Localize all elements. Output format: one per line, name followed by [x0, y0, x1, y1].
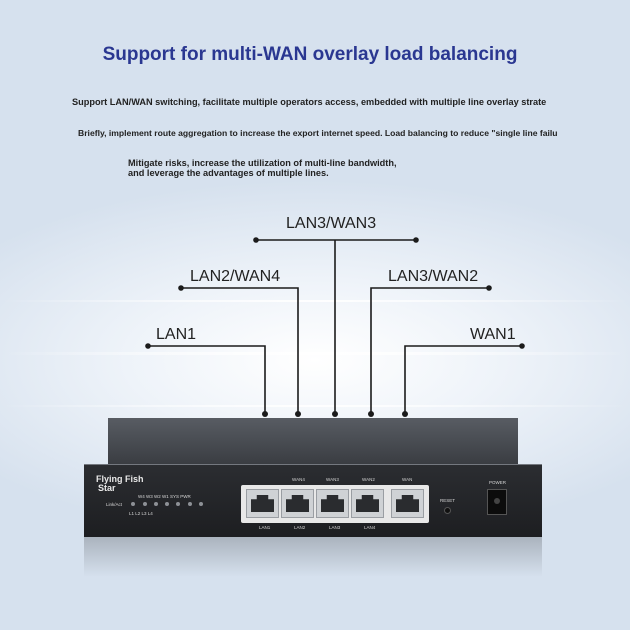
led-indicator	[154, 502, 158, 506]
port-label-lan4: LAN4	[364, 525, 376, 530]
port-label-wan4: WAN4	[292, 477, 305, 482]
callout-line-wan1	[404, 345, 522, 414]
led-indicator	[143, 502, 147, 506]
device-reflection	[84, 537, 542, 577]
callout-line-lan3wan2	[370, 287, 489, 414]
power-label: POWER	[489, 480, 507, 485]
light-streak	[0, 300, 630, 302]
port-label-lan1: LAN1	[259, 525, 271, 530]
ethernet-port-group	[241, 485, 429, 523]
brand-logo: Flying Fish Star	[96, 475, 144, 493]
router-top	[108, 418, 518, 464]
callout-dot	[262, 411, 268, 417]
brand-line-2: Star	[98, 483, 116, 493]
description-line-2: Briefly, implement route aggregation to …	[78, 128, 558, 138]
callout-dot	[368, 411, 374, 417]
port-label-lan2: LAN2	[294, 525, 306, 530]
callout-dot	[519, 343, 525, 349]
page-title: Support for multi-WAN overlay load balan…	[102, 44, 518, 65]
callout-line-lan1	[148, 345, 266, 414]
callout-label-lan1: LAN1	[156, 326, 197, 343]
port-label-wan3: WAN3	[326, 477, 339, 482]
callout-dot	[486, 285, 492, 291]
callout-line-lan2wan4	[181, 287, 299, 414]
light-streak	[0, 405, 630, 407]
port-label-lan3: LAN3	[329, 525, 341, 530]
led-indicator	[176, 502, 180, 506]
ethernet-port-lan1[interactable]	[246, 489, 279, 518]
port-label-wan: WAN	[402, 477, 413, 482]
reset-label: RESET	[440, 498, 456, 503]
callout-dot	[178, 285, 184, 291]
led-header: W4 W3 W2 W1 SYS PWR	[138, 494, 191, 499]
callout-dot	[402, 411, 408, 417]
callout-label-lan3wan3: LAN3/WAN3	[286, 215, 377, 232]
ethernet-port-lan3[interactable]	[316, 489, 349, 518]
led-indicator	[188, 502, 192, 506]
ethernet-port-lan2[interactable]	[281, 489, 314, 518]
led-row-label: Link/Act	[106, 502, 123, 507]
description-line-3b: and leverage the advantages of multiple …	[128, 168, 329, 178]
brand-line-1: Flying Fish	[96, 474, 144, 484]
led-indicator	[165, 502, 169, 506]
callout-dot	[413, 237, 419, 243]
ethernet-port-wan[interactable]	[391, 489, 424, 518]
power-jack[interactable]	[487, 489, 507, 515]
router-device: Flying Fish Star W4 W3 W2 W1 SYS PWR Lin…	[84, 418, 542, 537]
callout-dot	[332, 411, 338, 417]
callout-dot	[253, 237, 259, 243]
led-indicator	[131, 502, 135, 506]
reset-button[interactable]	[444, 507, 451, 514]
callout-label-lan2wan4: LAN2/WAN4	[190, 268, 281, 285]
led-bottom-labels: L1 L2 L3 L4	[129, 511, 153, 516]
callout-label-wan1: WAN1	[470, 326, 516, 343]
callout-label-lan3wan2: LAN3/WAN2	[388, 268, 479, 285]
callout-dot	[295, 411, 301, 417]
description-line-1: Support LAN/WAN switching, facilitate mu…	[72, 97, 547, 107]
led-indicator	[199, 502, 203, 506]
port-label-wan2: WAN2	[362, 477, 375, 482]
ethernet-port-lan4[interactable]	[351, 489, 384, 518]
light-streak	[0, 352, 630, 355]
callout-dot	[145, 343, 151, 349]
router-front-panel: Flying Fish Star W4 W3 W2 W1 SYS PWR Lin…	[84, 464, 542, 537]
description-line-3a: Mitigate risks, increase the utilization…	[128, 158, 397, 168]
